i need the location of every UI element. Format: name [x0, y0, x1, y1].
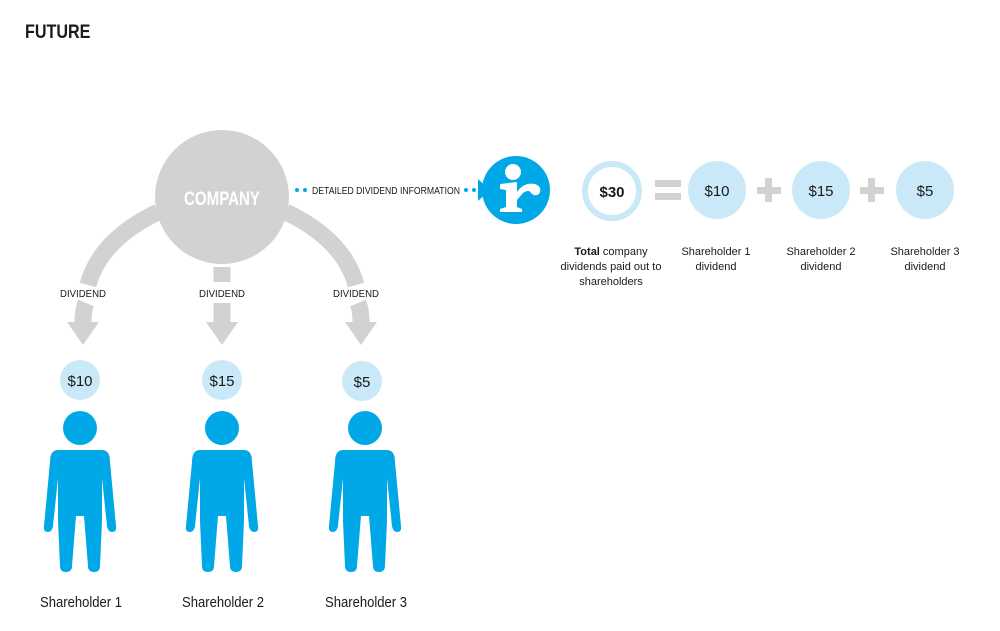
- company-circle: [155, 130, 289, 264]
- company-label: COMPANY: [184, 189, 260, 210]
- page-title: FUTURE: [25, 21, 91, 43]
- shareholder-name-1: Shareholder 1: [40, 594, 122, 611]
- amount-circle-3: [342, 361, 382, 401]
- caption-1-line1: Shareholder 1: [681, 246, 750, 258]
- amount-circle-right-2: [792, 161, 850, 219]
- equals-icon: [655, 180, 681, 200]
- shareholder-name-3: Shareholder 3: [325, 594, 407, 611]
- total-ring: [582, 161, 642, 221]
- amount-right-3: $5: [917, 183, 934, 200]
- total-caption-line2: dividends paid out to: [561, 261, 662, 273]
- arrow-right-arc-top: [282, 204, 365, 288]
- shareholder-amounts: $10 $15 $5: [60, 360, 382, 401]
- total-caption-bold: Total: [574, 246, 599, 258]
- dividend-label-3: DIVIDEND: [333, 288, 379, 300]
- arrow-heads: [67, 322, 377, 345]
- caption-2-line1: Shareholder 2: [786, 246, 855, 258]
- total-amount: $30: [599, 184, 624, 201]
- total-caption-rest: company: [600, 246, 648, 258]
- shareholder-name-2: Shareholder 2: [182, 594, 264, 611]
- plus-icon-1: [757, 178, 781, 202]
- amount-right-1: $10: [704, 183, 729, 200]
- person-icon-3: [328, 411, 402, 572]
- person-icon-1: [43, 411, 117, 572]
- amount-circle-1: [60, 360, 100, 400]
- plus-icon-2: [860, 178, 884, 202]
- dividend-label-1: DIVIDEND: [60, 288, 106, 300]
- info-label: DETAILED DIVIDEND INFORMATION: [312, 185, 460, 197]
- total-caption-line1: Total company: [574, 246, 648, 258]
- dividend-label-2: DIVIDEND: [199, 288, 245, 300]
- arrow-left-arc-bottom: [74, 299, 94, 323]
- total-caption-line3: shareholders: [579, 276, 643, 288]
- arrow-head-middle: [206, 322, 238, 345]
- caption-3-line1: Shareholder 3: [890, 246, 959, 258]
- amount-circle-2: [202, 360, 242, 400]
- person-icon-2: [185, 411, 259, 572]
- caption-1-line2: dividend: [696, 261, 737, 273]
- arrow-right-arc-bottom: [350, 299, 370, 323]
- amount-3: $5: [354, 374, 371, 391]
- amount-right-2: $15: [808, 183, 833, 200]
- caption-2-line2: dividend: [801, 261, 842, 273]
- amount-circle-right-1: [688, 161, 746, 219]
- amount-1: $10: [67, 373, 92, 390]
- dividend-arrows: [74, 204, 370, 323]
- caption-3-line2: dividend: [905, 261, 946, 273]
- arrow-head-right: [345, 322, 377, 345]
- arrow-head-left: [67, 322, 99, 345]
- amount-circle-right-3: [896, 161, 954, 219]
- ir-logo: [482, 156, 550, 224]
- arrow-left-arc-top: [79, 204, 162, 288]
- amount-2: $15: [209, 373, 234, 390]
